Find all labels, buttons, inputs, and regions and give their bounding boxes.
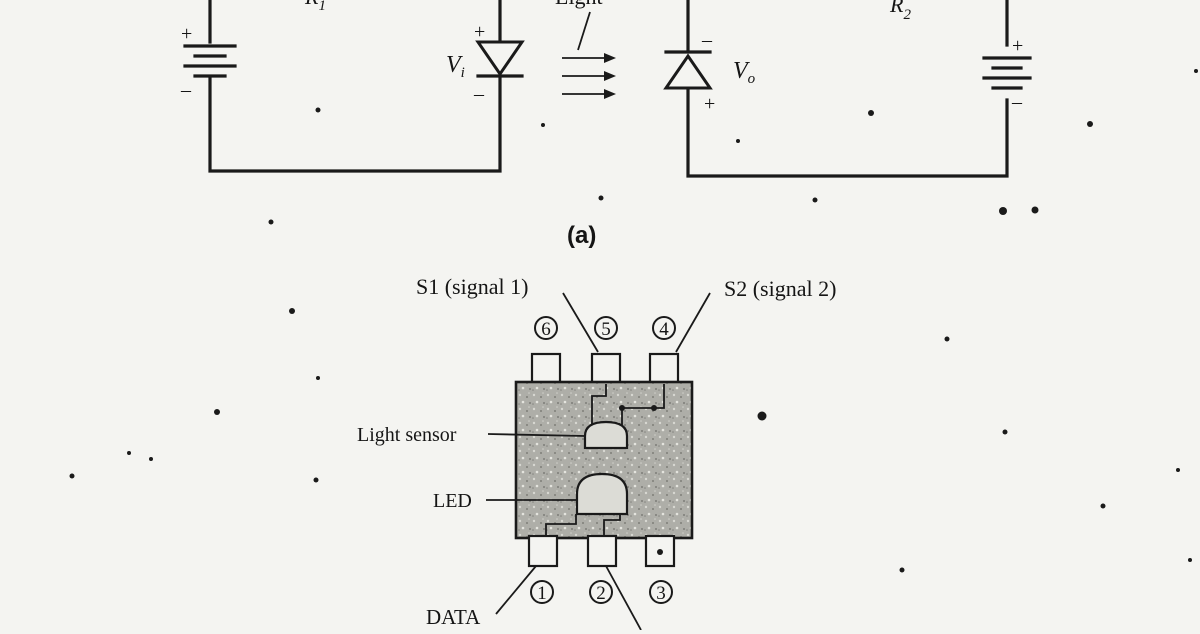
led-label: LED bbox=[433, 490, 472, 512]
light-arrow-top bbox=[562, 53, 616, 63]
input-voltage-subscript: i bbox=[461, 65, 465, 81]
output-loop-wire bbox=[686, 0, 1009, 178]
output-battery-minus: – bbox=[1011, 91, 1023, 113]
led-plus-sign: + bbox=[474, 21, 485, 43]
pin-3-number: 3 bbox=[656, 583, 666, 604]
light-sensor-leader bbox=[487, 433, 586, 437]
data-label: DATA bbox=[426, 605, 481, 629]
output-circuit: – + Vo R2 + – bbox=[663, 0, 1032, 178]
pin-4-lead bbox=[648, 352, 680, 386]
pin-6-number: 6 bbox=[541, 319, 551, 340]
led-diode-symbol bbox=[475, 40, 525, 78]
input-loop-wire bbox=[208, 0, 502, 173]
pin-5-lead bbox=[590, 352, 622, 386]
input-voltage-label: Vi bbox=[446, 52, 465, 81]
pin-1-lead bbox=[527, 534, 559, 568]
input-battery bbox=[183, 44, 237, 78]
led-chip-symbol bbox=[575, 472, 629, 516]
output-battery bbox=[982, 56, 1032, 90]
resistor-r1-subscript: 1 bbox=[318, 0, 326, 14]
led-minus-sign: – bbox=[473, 83, 485, 105]
pin-5-marker: 5 bbox=[594, 316, 618, 340]
output-voltage-letter: V bbox=[733, 58, 750, 84]
output-voltage-label: Vo bbox=[733, 58, 756, 87]
light-sensor-label: Light sensor bbox=[357, 424, 457, 446]
photodiode-minus-sign: – bbox=[701, 29, 713, 51]
pin-2-leader bbox=[605, 565, 642, 631]
s2-label: S2 (signal 2) bbox=[724, 276, 836, 301]
pin-1-marker: 1 bbox=[530, 580, 554, 604]
light-arrow-middle bbox=[562, 71, 616, 81]
resistor-r2-letter: R bbox=[889, 0, 904, 17]
figure-a-caption: (a) bbox=[567, 222, 596, 249]
pin-5-number: 5 bbox=[601, 319, 611, 340]
resistor-r2-label: R2 bbox=[889, 0, 911, 23]
photodiode-symbol bbox=[663, 50, 713, 90]
input-voltage-letter: V bbox=[446, 52, 463, 78]
resistor-r2-subscript: 2 bbox=[903, 7, 911, 23]
pin-3-marker: 3 bbox=[649, 580, 673, 604]
scan-noise-dots bbox=[69, 69, 1198, 573]
s1-label: S1 (signal 1) bbox=[416, 274, 528, 299]
pin-2-marker: 2 bbox=[589, 580, 613, 604]
pin-4-marker: 4 bbox=[652, 316, 676, 340]
light-sensor-symbol bbox=[583, 420, 629, 450]
input-circuit: + – R1 + – Vi bbox=[180, 0, 525, 173]
photodiode-plus-sign: + bbox=[704, 93, 715, 115]
output-battery-plus: + bbox=[1012, 35, 1023, 57]
light-arrows: Light bbox=[555, 0, 616, 99]
pin-1-number: 1 bbox=[537, 583, 547, 604]
pin-6-lead bbox=[530, 352, 562, 386]
chip-diagram: S1 (signal 1) S2 (signal 2) 6 5 4 bbox=[357, 274, 836, 631]
input-battery-minus: – bbox=[180, 79, 192, 101]
s2-leader-line bbox=[675, 292, 711, 353]
pin-2-lead bbox=[586, 534, 618, 568]
s1-leader-line bbox=[562, 292, 599, 353]
input-battery-plus: + bbox=[181, 23, 192, 45]
light-label: Light bbox=[555, 0, 603, 9]
pin-2-number: 2 bbox=[596, 583, 606, 604]
light-arrow-bottom bbox=[562, 89, 616, 99]
pin-4-number: 4 bbox=[659, 319, 669, 340]
pin-6-marker: 6 bbox=[534, 316, 558, 340]
resistor-r1-label: R1 bbox=[304, 0, 326, 14]
data-leader bbox=[495, 565, 537, 615]
resistor-r1-letter: R bbox=[304, 0, 319, 9]
output-voltage-subscript: o bbox=[748, 71, 756, 87]
